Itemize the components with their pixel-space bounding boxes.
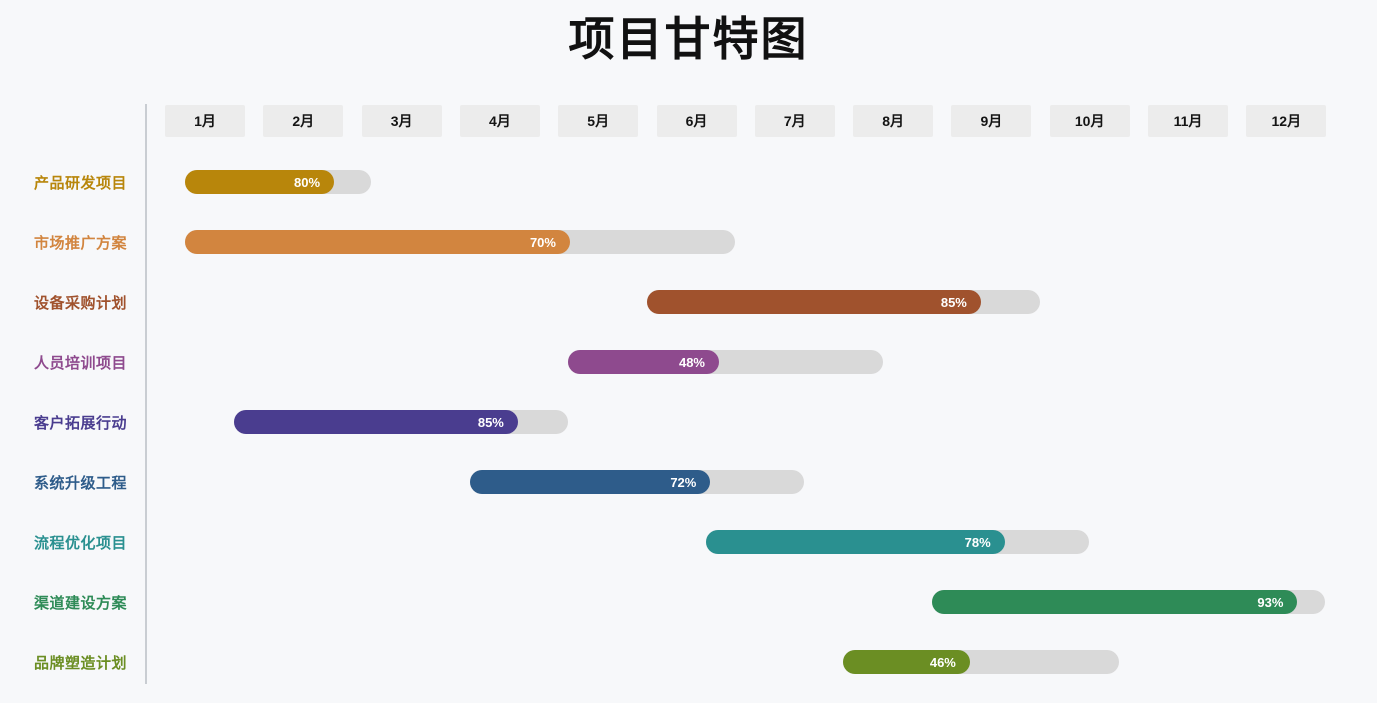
- vertical-axis-divider: [145, 104, 147, 684]
- gantt-row: 人员培训项目 48%: [0, 349, 1377, 375]
- task-bar-track[interactable]: 78%: [705, 530, 1089, 554]
- task-bar-progress[interactable]: 85%: [646, 290, 981, 314]
- task-label: 设备采购计划: [33, 294, 127, 312]
- task-label: 渠道建设方案: [33, 594, 127, 612]
- task-progress-label: 70%: [529, 234, 556, 250]
- page-title: 项目甘特图: [568, 13, 809, 65]
- task-bar-progress[interactable]: 78%: [705, 530, 1005, 554]
- task-progress-label: 78%: [964, 534, 991, 550]
- task-bar-track[interactable]: 85%: [233, 410, 569, 434]
- task-bar-progress[interactable]: 72%: [469, 470, 711, 494]
- gantt-row: 流程优化项目 78%: [0, 529, 1377, 555]
- task-bar-progress[interactable]: 46%: [843, 650, 970, 674]
- gantt-row: 系统升级工程 72%: [0, 469, 1377, 495]
- month-header-cell[interactable]: 11月: [1148, 105, 1228, 137]
- task-bar-track[interactable]: 70%: [184, 230, 736, 254]
- task-progress-label: 85%: [477, 414, 504, 430]
- task-bar-progress[interactable]: 70%: [184, 230, 570, 254]
- gantt-row: 客户拓展行动 85%: [0, 409, 1377, 435]
- gantt-row: 市场推广方案 70%: [0, 229, 1377, 255]
- task-label: 品牌塑造计划: [33, 654, 127, 672]
- gantt-row: 渠道建设方案 93%: [0, 589, 1377, 615]
- month-header-cell[interactable]: 7月: [754, 105, 835, 137]
- task-bar-track[interactable]: 48%: [568, 350, 883, 374]
- month-header-cell[interactable]: 5月: [558, 105, 639, 137]
- month-header-row: 1月 2月 3月 4月 5月 6月 7月 8月 9月 10月 11月 12月: [165, 105, 1345, 137]
- task-bar-progress[interactable]: 80%: [184, 170, 335, 194]
- task-label: 客户拓展行动: [33, 414, 127, 432]
- task-bar-track[interactable]: 93%: [931, 590, 1325, 614]
- month-header-cell[interactable]: 1月: [165, 105, 245, 137]
- month-header-cell[interactable]: 2月: [263, 105, 344, 137]
- task-label: 系统升级工程: [33, 474, 127, 492]
- task-label: 市场推广方案: [33, 234, 127, 252]
- month-header-cell[interactable]: 10月: [1049, 105, 1130, 137]
- task-label: 人员培训项目: [33, 354, 127, 372]
- task-bar-track[interactable]: 85%: [646, 290, 1040, 314]
- task-label: 流程优化项目: [33, 534, 127, 552]
- task-bar-progress[interactable]: 93%: [931, 590, 1298, 614]
- month-header-cell[interactable]: 4月: [459, 105, 540, 137]
- task-progress-label: 80%: [294, 174, 321, 190]
- task-bar-track[interactable]: 80%: [184, 170, 372, 194]
- task-bar-progress[interactable]: 48%: [568, 350, 719, 374]
- task-progress-label: 48%: [678, 354, 705, 370]
- month-header-cell[interactable]: 3月: [361, 105, 442, 137]
- task-label: 产品研发项目: [33, 174, 127, 192]
- task-progress-label: 85%: [940, 294, 967, 310]
- gantt-row: 产品研发项目 80%: [0, 169, 1377, 195]
- month-header-cell[interactable]: 8月: [853, 105, 934, 137]
- month-header-cell[interactable]: 12月: [1246, 105, 1327, 137]
- task-progress-label: 93%: [1257, 594, 1284, 610]
- task-bar-track[interactable]: 72%: [469, 470, 804, 494]
- month-header-cell[interactable]: 9月: [951, 105, 1032, 137]
- task-progress-label: 46%: [929, 654, 956, 670]
- task-progress-label: 72%: [670, 474, 697, 490]
- gantt-row: 品牌塑造计划 46%: [0, 649, 1377, 675]
- task-bar-track[interactable]: 46%: [843, 650, 1119, 674]
- month-header-cell[interactable]: 6月: [656, 105, 737, 137]
- gantt-row: 设备采购计划 85%: [0, 289, 1377, 315]
- task-bar-progress[interactable]: 85%: [233, 410, 518, 434]
